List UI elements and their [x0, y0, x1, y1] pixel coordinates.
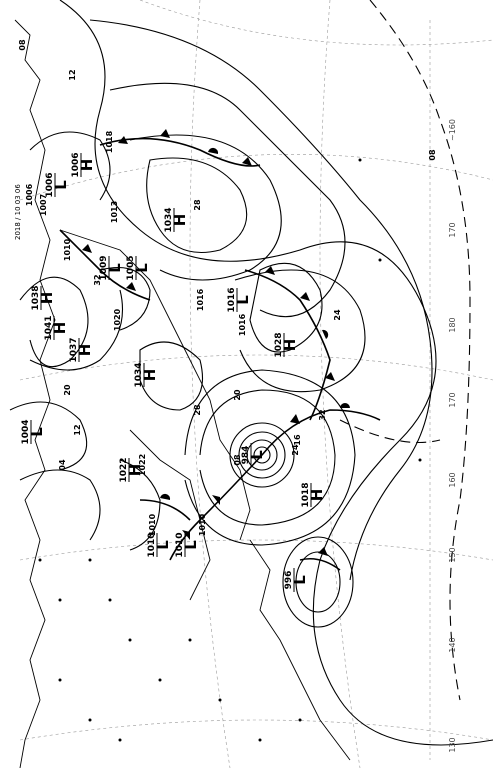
longitude-label: 170 [448, 392, 457, 407]
isobar-label: 1007 [39, 194, 48, 216]
isobar-labels: 1018101310161016101010071006101010201022… [18, 39, 437, 536]
isobar-label: 16 [293, 434, 302, 446]
center-letter: H [78, 159, 96, 172]
center-value: 1016 [227, 287, 237, 312]
isobar-label: 04 [58, 459, 67, 471]
isobar-label: 08 [18, 39, 27, 51]
isobar-label: 20 [233, 389, 242, 401]
longitude-label: 130 [448, 737, 457, 752]
center-value: 1041 [44, 315, 54, 340]
center-value: 1010 [147, 532, 157, 557]
center-value: 1018 [301, 482, 311, 507]
isobar-label: 1016 [196, 288, 205, 311]
isobar-label: 1013 [110, 201, 119, 223]
center-letter: L [182, 540, 200, 550]
center-letter: H [38, 292, 56, 305]
center-letter: L [28, 427, 46, 437]
center-letter: L [133, 263, 151, 273]
isobar-label: 08 [428, 149, 437, 161]
isobar-label: 28 [193, 404, 202, 416]
isobar-label: 20 [63, 384, 72, 396]
center-letter: H [126, 464, 144, 477]
isobar-label: 24 [291, 444, 300, 456]
longitude-label: 170 [448, 222, 457, 237]
fronts [59, 129, 381, 571]
center-value: 1004 [21, 419, 31, 444]
center-letter: L [52, 180, 70, 190]
center-value: 1028 [274, 332, 284, 357]
isobar-label: 1022 [138, 454, 147, 476]
longitude-labels: ~160 170 180 170 160 150 140 130 [448, 119, 457, 753]
coastline [14, 19, 351, 768]
longitude-label: 180 [448, 317, 457, 332]
isobar-label: 28 [193, 199, 202, 211]
isobar-label: 12 [73, 424, 82, 435]
isobar-label: 1010 [148, 513, 157, 536]
isobar-label: 32 [318, 409, 327, 420]
center-value: 984 [241, 446, 251, 465]
center-letter: H [51, 322, 69, 335]
graticule [19, 0, 493, 768]
isobar-label: 1010 [198, 513, 207, 536]
isobar-label: 1020 [113, 308, 122, 331]
center-letter: L [234, 295, 252, 305]
center-value: 1038 [31, 285, 41, 310]
isobar-label: 08 [233, 454, 242, 466]
center-letter: L [248, 450, 266, 460]
center-value: 1006 [71, 152, 81, 177]
pressure-centers: H1034H1028H1018H1038H1041H1037H1034H1022… [21, 152, 326, 592]
center-value: 996 [284, 571, 294, 590]
isobar-label: 1018 [105, 130, 114, 153]
center-value: 1006 [45, 172, 55, 197]
isobar-label: 1016 [238, 313, 247, 336]
center-value: 1034 [164, 207, 174, 232]
center-value: 1010 [175, 532, 185, 557]
isobars [9, 0, 493, 746]
center-value: 1022 [119, 457, 129, 482]
center-value: 1037 [69, 337, 79, 362]
center-letter: H [141, 369, 159, 382]
center-letter: H [76, 344, 94, 357]
center-letter: L [291, 575, 309, 585]
center-value: 1005 [126, 255, 136, 280]
longitude-label: 150 [448, 547, 457, 562]
longitude-label: ~160 [448, 119, 457, 141]
center-letter: H [171, 214, 189, 227]
center-value: 1034 [134, 362, 144, 387]
isobar-label: 1006 [25, 183, 34, 206]
isobar-label: 24 [333, 309, 342, 321]
center-letter: H [308, 489, 326, 502]
center-value: 1009 [99, 255, 109, 280]
center-letter: L [106, 263, 124, 273]
header-text: 2018 / 10 03 06 [14, 184, 22, 240]
isobar-label: 12 [68, 69, 77, 80]
center-letter: L [154, 540, 172, 550]
center-letter: H [281, 339, 299, 352]
outer-dashed-line [339, 0, 471, 701]
longitude-label: 160 [448, 472, 457, 487]
isobar-label: 1010 [63, 238, 72, 261]
station-observations [38, 158, 422, 742]
longitude-label: 140 [448, 637, 457, 652]
isobar-label: 32 [93, 274, 102, 285]
